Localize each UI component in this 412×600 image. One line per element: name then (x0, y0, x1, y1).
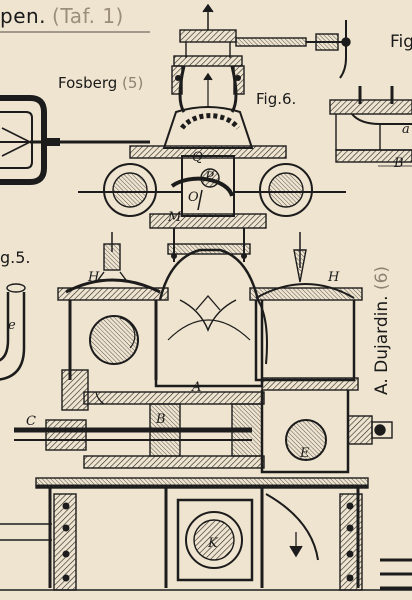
part-label-m: M (168, 210, 182, 225)
fig6-fosberg-pump (78, 3, 351, 262)
fig-right-section (329, 86, 412, 163)
dujardin-pump (0, 75, 412, 591)
part-label-a-small: a (402, 122, 410, 137)
part-label-q: Q (192, 150, 203, 165)
part-label-c: C (26, 414, 36, 429)
header-text: pen.(Taf. 1) (0, 4, 124, 28)
fosberg-label: Fosberg (5) (58, 74, 143, 92)
part-label-a: A (192, 380, 202, 395)
part-label-b: B (156, 412, 166, 427)
part-label-k: K (208, 536, 218, 551)
dujardin-number: (6) (372, 265, 392, 291)
fig6-label: Fig.6. (256, 90, 297, 108)
plate-reference: (Taf. 1) (52, 4, 124, 28)
fosberg-name: Fosberg (58, 74, 118, 92)
part-label-e-small: e (8, 318, 16, 333)
dujardin-name: A. Dujardin. (372, 295, 392, 395)
fig5-label: g.5. (0, 248, 31, 267)
part-label-o: O (188, 190, 199, 205)
part-label-e: E (300, 446, 310, 461)
part-label-b-right: B (394, 156, 404, 171)
fosberg-number: (5) (122, 74, 144, 92)
dujardin-label: A. Dujardin. (6) (372, 266, 392, 395)
part-label-h-right: H (328, 270, 340, 285)
fig-label-top-right: Fig (390, 32, 412, 52)
fig5-fragment (0, 95, 150, 381)
part-label-h-left: H (88, 270, 100, 285)
part-label-p: P (205, 170, 214, 185)
header-title-fragment: pen. (0, 4, 47, 28)
